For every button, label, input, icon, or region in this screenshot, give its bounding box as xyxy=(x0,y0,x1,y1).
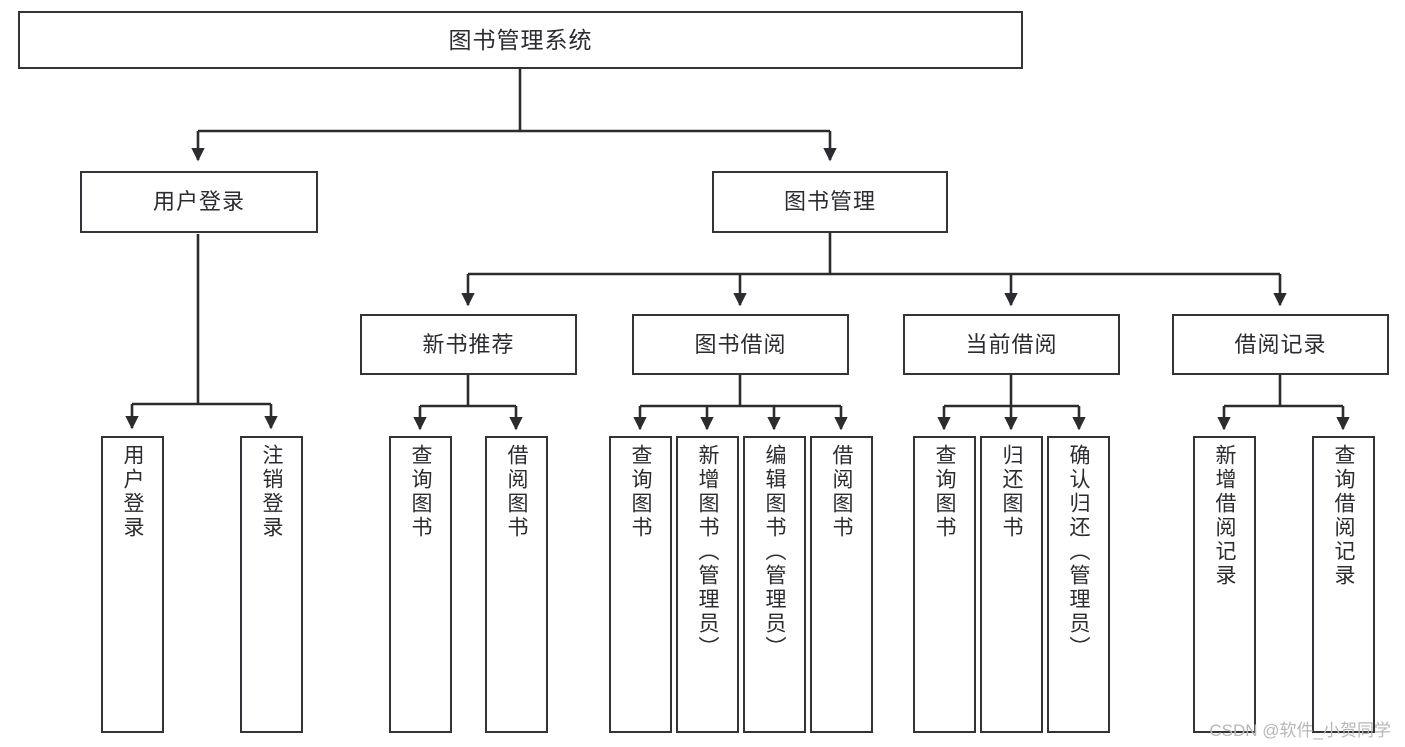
leaf-user-login[interactable]: 用户登录 xyxy=(101,436,164,733)
leaf-add-book[interactable]: 新增图书（管理员） xyxy=(676,436,739,733)
leaf-add-borrow-record[interactable]: 新增借阅记录 xyxy=(1193,436,1256,733)
leaf-query-borrow-record[interactable]: 查询借阅记录 xyxy=(1312,436,1375,733)
node-label: 查询借阅记录 xyxy=(1332,444,1355,588)
node-user-login[interactable]: 用户登录 xyxy=(80,171,318,233)
leaf-query-book-1[interactable]: 查询图书 xyxy=(389,436,452,733)
node-label: 借阅图书 xyxy=(830,444,853,540)
leaf-borrow-book-2[interactable]: 借阅图书 xyxy=(810,436,873,733)
node-label: 注销登录 xyxy=(260,444,283,540)
leaf-borrow-book-1[interactable]: 借阅图书 xyxy=(485,436,548,733)
node-borrow-record[interactable]: 借阅记录 xyxy=(1172,314,1389,375)
leaf-confirm-return[interactable]: 确认归还（管理员） xyxy=(1047,436,1110,733)
node-book-management[interactable]: 图书管理 xyxy=(712,171,948,233)
node-label: 归还图书 xyxy=(1000,444,1023,540)
watermark: CSDN @软件_小贺同学 xyxy=(1209,721,1391,740)
leaf-query-book-2[interactable]: 查询图书 xyxy=(609,436,672,733)
node-new-book-recommend[interactable]: 新书推荐 xyxy=(360,314,577,375)
node-label: 查询图书 xyxy=(409,444,432,540)
node-book-borrow[interactable]: 图书借阅 xyxy=(632,314,849,375)
node-label: 确认归还（管理员） xyxy=(1067,444,1090,660)
node-label: 图书借阅 xyxy=(694,331,787,357)
node-label: 查询图书 xyxy=(629,444,652,540)
leaf-logout-login[interactable]: 注销登录 xyxy=(240,436,303,733)
node-label: 新书推荐 xyxy=(422,331,515,357)
node-label: 用户登录 xyxy=(121,444,144,540)
leaf-return-book[interactable]: 归还图书 xyxy=(980,436,1043,733)
node-label: 新增借阅记录 xyxy=(1213,444,1236,588)
node-label: 查询图书 xyxy=(933,444,956,540)
leaf-query-book-3[interactable]: 查询图书 xyxy=(913,436,976,733)
leaf-edit-book[interactable]: 编辑图书（管理员） xyxy=(743,436,806,733)
node-label: 当前借阅 xyxy=(965,331,1058,357)
node-label: 借阅记录 xyxy=(1234,331,1327,357)
node-label: 新增图书（管理员） xyxy=(696,444,719,660)
node-label: 图书管理 xyxy=(783,189,876,215)
node-root-system[interactable]: 图书管理系统 xyxy=(18,11,1023,69)
node-label: 用户登录 xyxy=(152,189,245,215)
node-label: 借阅图书 xyxy=(505,444,528,540)
node-label: 编辑图书（管理员） xyxy=(763,444,786,660)
node-label: 图书管理系统 xyxy=(448,26,593,53)
node-current-borrow[interactable]: 当前借阅 xyxy=(903,314,1120,375)
